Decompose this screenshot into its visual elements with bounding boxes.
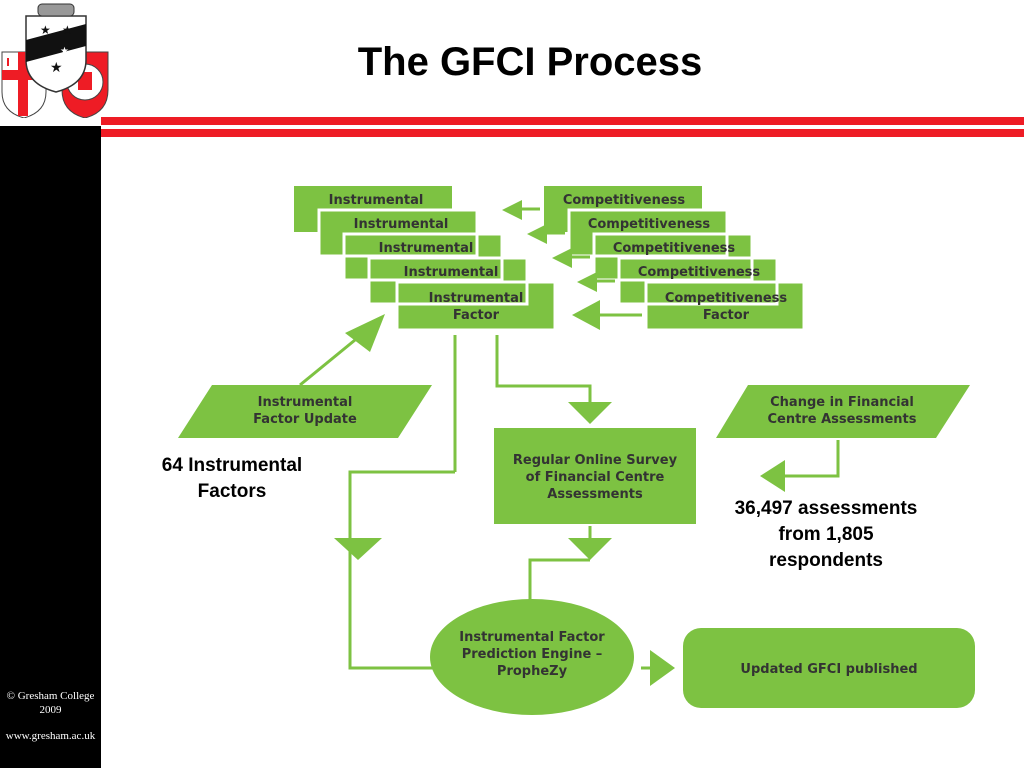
published-label: Updated GFCI published <box>740 662 917 677</box>
arrow-comp-3 <box>552 248 572 268</box>
instrumental-update-label-1: Instrumental <box>258 395 353 410</box>
engine-label-1: Instrumental Factor <box>459 630 605 645</box>
factors-annotation-line1: 64 Instrumental <box>161 455 303 476</box>
arrow-change-to-survey <box>760 460 785 492</box>
arrow-down-left-loop <box>334 538 382 560</box>
gresham-college-crest-logo: ★ ★ ★ ★ <box>1 3 109 118</box>
header-rule-bottom <box>101 129 1024 137</box>
competitiveness-box-4-label: Competitiveness <box>638 265 761 280</box>
prediction-engine-ellipse <box>430 599 634 715</box>
assessments-annotation-line2: from 1,805 <box>778 524 874 545</box>
change-assessments-label-1: Change in Financial <box>770 395 914 410</box>
arrow-comp-4 <box>577 272 597 292</box>
instrumental-box-4-label: Instrumental <box>404 265 499 280</box>
competitiveness-box-3-label: Competitiveness <box>613 241 736 256</box>
arrow-to-survey <box>568 402 612 424</box>
arrow-comp-5 <box>572 300 600 330</box>
engine-label-3: PropheZy <box>497 664 568 679</box>
header-rule-top <box>101 117 1024 125</box>
svg-text:★: ★ <box>40 23 51 37</box>
arrow-engine-to-published <box>650 650 675 686</box>
competitiveness-factor-label-2: Factor <box>703 308 750 323</box>
instrumental-factor-box <box>397 282 555 330</box>
arrow-survey-to-engine <box>568 538 612 560</box>
instrumental-update-label-2: Factor Update <box>253 412 357 427</box>
survey-box <box>494 428 696 524</box>
left-sidebar <box>0 126 101 768</box>
svg-text:★: ★ <box>60 46 69 57</box>
survey-label-3: Assessments <box>547 487 643 502</box>
published-box <box>683 628 975 708</box>
assessments-annotation-line3: respondents <box>768 550 884 571</box>
footer-year: 2009 <box>39 704 62 716</box>
engine-label-2: Prediction Engine – <box>462 647 603 662</box>
change-assessments-shape <box>716 385 970 438</box>
instrumental-factor-update-shape <box>178 385 432 438</box>
footer-url: www.gresham.ac.uk <box>5 730 96 742</box>
instrumental-box-2-label: Instrumental <box>354 217 449 232</box>
change-assessments-label-2: Centre Assessments <box>768 412 917 427</box>
arrow-comp-2 <box>527 224 547 244</box>
svg-text:★: ★ <box>50 60 63 76</box>
instrumental-factor-label-2: Factor <box>453 308 500 323</box>
svg-text:★: ★ <box>62 23 73 37</box>
instrumental-box-1-label: Instrumental <box>329 193 424 208</box>
survey-label-1: Regular Online Survey <box>513 453 678 468</box>
instrumental-box-3-label: Instrumental <box>379 241 474 256</box>
assessments-annotation: 36,497 assessments from 1,805 respondent… <box>706 496 946 574</box>
factors-annotation-line2: Factors <box>197 481 267 502</box>
factors-annotation: 64 Instrumental Factors <box>132 453 332 505</box>
arrow-update-to-factor <box>345 314 385 352</box>
assessments-annotation-line1: 36,497 assessments <box>734 498 918 519</box>
slide-title: The GFCI Process <box>357 40 703 84</box>
instrumental-factor-label-1: Instrumental <box>429 291 524 306</box>
survey-label-2: of Financial Centre <box>526 470 665 485</box>
competitiveness-box-1-label: Competitiveness <box>563 193 686 208</box>
competitiveness-factor-label-1: Competitiveness <box>665 291 788 306</box>
competitiveness-box-2-label: Competitiveness <box>588 217 711 232</box>
arrow-comp-1 <box>502 200 522 220</box>
footer-copyright: © Gresham College <box>6 690 95 702</box>
